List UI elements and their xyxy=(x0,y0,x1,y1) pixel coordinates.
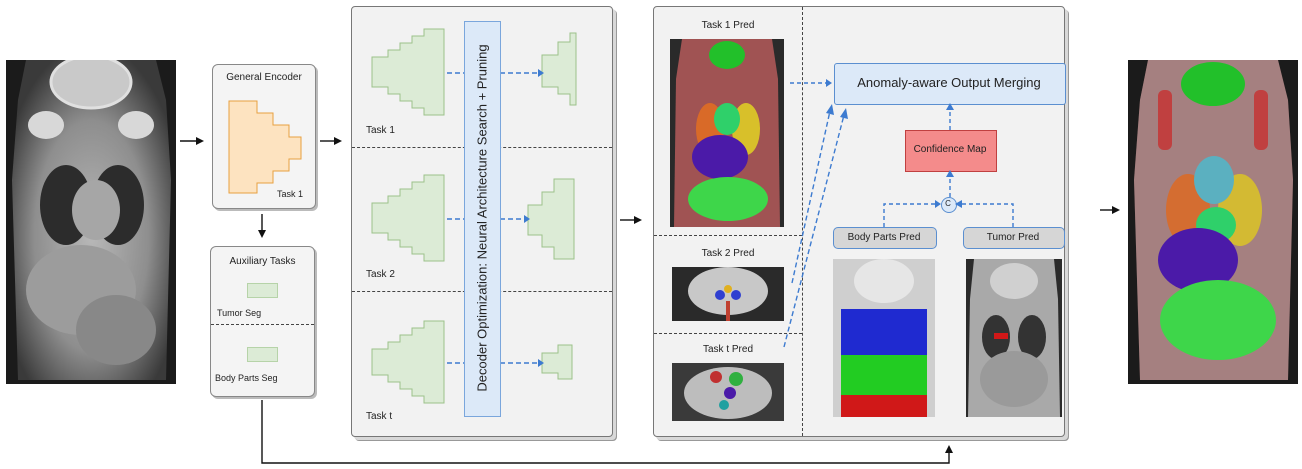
tumor-pred-box xyxy=(963,227,1065,249)
encoder-task-label: Task 1 xyxy=(277,189,304,199)
output-merging-panel: Task 1 Pred Task 2 Pred Task t Pred xyxy=(653,6,1066,437)
task2-pred-label: Task 2 Pred xyxy=(701,248,755,259)
tumor-seg-block xyxy=(247,283,278,298)
body-parts-pred-label: Body Parts Pred xyxy=(847,232,921,243)
concat-circle xyxy=(941,197,957,213)
decoder-stack-task1 xyxy=(371,28,445,116)
anomaly-aware-merging-label: Anomaly-aware Output Merging xyxy=(857,75,1041,90)
task1-pred-label: Task 1 Pred xyxy=(701,20,755,31)
decoder-taskt-label: Task t xyxy=(366,411,393,422)
input-ct-scan xyxy=(6,60,176,384)
decoder-task1-label: Task 1 xyxy=(366,125,395,136)
general-encoder-title: General Encoder xyxy=(226,72,302,83)
auxiliary-tasks-title: Auxiliary Tasks xyxy=(229,256,296,267)
auxiliary-tasks-box: Auxiliary Tasks Tumor Seg Body Parts Seg xyxy=(210,246,315,397)
body-parts-pred-image xyxy=(833,259,935,417)
task2-pred-image xyxy=(672,267,784,321)
concat-symbol: C xyxy=(945,199,951,208)
general-encoder-box: General Encoder Task 1 xyxy=(212,64,316,209)
aux-divider xyxy=(211,324,314,325)
decoder-optimization-panel: Decoder Optimization: Neural Architectur… xyxy=(351,6,613,437)
decoder-stack-task2 xyxy=(371,174,445,262)
pruned-decoder-taskt xyxy=(541,344,573,380)
body-parts-pred-box xyxy=(833,227,937,249)
decoder-stack-taskt xyxy=(371,320,445,404)
task1-pred-image xyxy=(670,39,784,227)
body-parts-seg-label: Body Parts Seg xyxy=(215,373,278,383)
pruned-decoder-task2 xyxy=(527,178,575,260)
confidence-map-box xyxy=(905,130,997,172)
taskt-pred-image xyxy=(672,363,784,421)
anomaly-aware-merging-box xyxy=(834,63,1066,105)
decoder-task2-label: Task 2 xyxy=(366,269,395,280)
confidence-map-label: Confidence Map xyxy=(913,144,987,155)
pruned-decoder-task1 xyxy=(541,32,577,106)
taskt-pred-label: Task t Pred xyxy=(702,344,754,355)
pred-divider-2 xyxy=(654,333,802,334)
pred-divider-1 xyxy=(654,235,802,236)
tumor-pred-image xyxy=(966,259,1062,417)
tumor-seg-label: Tumor Seg xyxy=(217,308,262,318)
encoder-shape xyxy=(228,100,302,194)
merge-panel-vertical-divider xyxy=(802,7,803,436)
nas-pruning-bar xyxy=(464,21,501,417)
tumor-pred-label: Tumor Pred xyxy=(986,232,1040,243)
output-segmentation-scan xyxy=(1128,60,1298,384)
body-parts-seg-block xyxy=(247,347,278,362)
